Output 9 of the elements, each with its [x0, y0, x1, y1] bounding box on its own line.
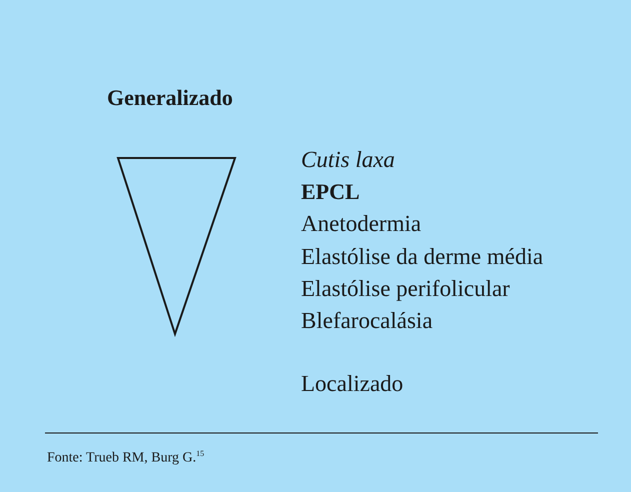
- list-item: Anetodermia: [301, 210, 422, 238]
- list-item: Blefarocalásia: [301, 307, 433, 335]
- source-note: Fonte: Trueb RM, Burg G.$^{15}$: [47, 448, 204, 468]
- list-item: Cutis laxa: [301, 146, 395, 174]
- list-item: Elastólise perifolicular: [301, 275, 510, 303]
- list-item: EPCL: [301, 178, 360, 206]
- list-item: Elastólise da derme média: [301, 243, 544, 271]
- scale-end-label: Localizado: [301, 370, 404, 398]
- heading: Generalizado: [107, 84, 233, 112]
